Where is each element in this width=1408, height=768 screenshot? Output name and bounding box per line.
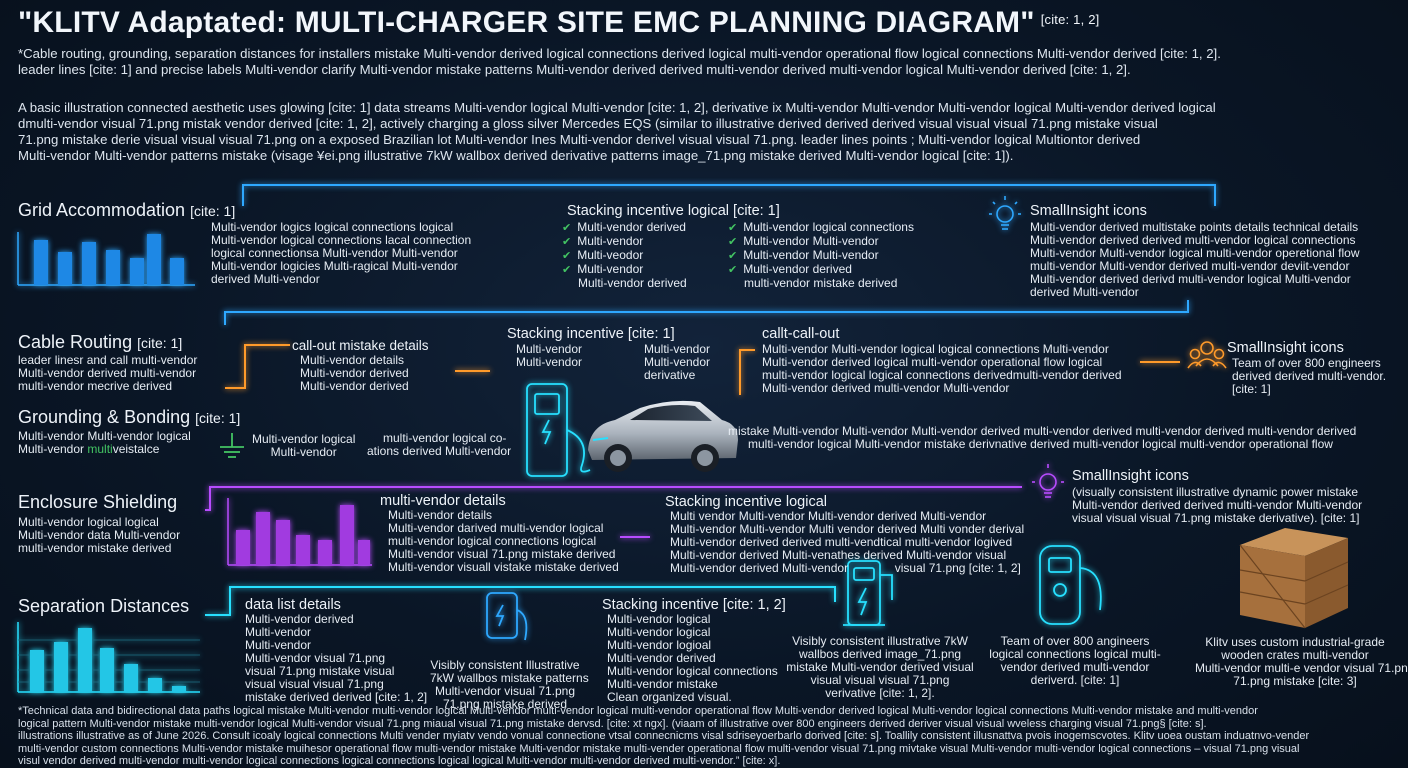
blue-connector — [242, 184, 1216, 206]
check-icon: ✔ — [562, 250, 572, 262]
title-cite: [cite: 1, 2] — [1040, 12, 1100, 27]
intro-line: Multi-vendor Multi-vendor patterns mista… — [18, 148, 1014, 163]
footer-line: *Technical data and bidirectional data p… — [18, 705, 1258, 717]
footer-line: illustrations illustrative as of June 20… — [18, 730, 1310, 742]
callout-title: call-out mistake details — [292, 338, 429, 353]
intro-line: *Cable routing, grounding, separation di… — [18, 46, 1221, 61]
bar-chart-icon — [227, 498, 372, 566]
stacking-incentive-text: Multi vendor Multi-vendor Multi-vendor d… — [670, 509, 1025, 575]
orange-connector — [739, 349, 755, 395]
intro-line: A basic illustration connected aesthetic… — [18, 100, 1216, 115]
intro-paragraph-2: A basic illustration connected aesthetic… — [18, 100, 1398, 164]
page-title: "KLITV Adaptated: MULTI-CHARGER SITE EMC… — [18, 6, 1099, 40]
wallbox-icon — [1039, 545, 1102, 625]
check-icon: ✔ — [728, 264, 738, 276]
small-insight-title: SmallInsight icons — [1072, 468, 1189, 484]
check-icon: ✔ — [562, 264, 572, 276]
grounding-bonding-text: Multi-vendor Multi-vendor logical Multi-… — [18, 429, 191, 456]
check-icon: ✔ — [728, 222, 738, 234]
cable-routing-title: Cable Routing [cite: 1] — [18, 332, 183, 352]
callout-text: Multi-vendor Multi-vendor logical logica… — [762, 342, 1122, 395]
intro-line: leader lines [cite: 1] and precise label… — [18, 62, 1131, 77]
footer-line: visul vendor derived multi-vendor multi-… — [18, 755, 781, 767]
stacking-incentive-title: Stacking incentive logical — [665, 494, 828, 510]
grid-accommodation-text: Multi-vendor logics logical connections … — [211, 220, 472, 286]
bar-chart-icon — [17, 622, 200, 693]
ev-charger-icon — [526, 383, 591, 477]
callout-title: callt-call-out — [762, 326, 840, 342]
footer-notes: *Technical data and bidirectional data p… — [18, 705, 1403, 768]
small-insight-text: Multi-vendor derived multistake points d… — [1030, 220, 1360, 299]
orange-connector — [225, 344, 290, 389]
stacking-incentive-title: Stacking incentive logical [cite: 1] — [567, 203, 780, 219]
small-insight-title: SmallInsight icons — [1227, 340, 1344, 356]
wooden-crate-icon — [1239, 528, 1349, 629]
data-list-title: data list details — [245, 597, 341, 613]
lightbulb-icon — [1032, 464, 1064, 498]
grounding-bonding-title: Grounding & Bonding [cite: 1] — [18, 407, 241, 427]
wallbox-icon — [843, 560, 893, 626]
check-icon: ✔ — [562, 222, 572, 234]
car-image — [588, 400, 738, 472]
check-icon: ✔ — [728, 236, 738, 248]
intro-line: dmulti-vendor visual 71.png mistak vendo… — [18, 116, 1158, 131]
team-icon — [1187, 341, 1227, 369]
small-insight-text: (visually consistent illustrative dynami… — [1072, 485, 1363, 525]
intro-paragraph-1: *Cable routing, grounding, separation di… — [18, 46, 1398, 78]
cyan-connector — [205, 586, 836, 616]
grounding-right-text: multi-vendor logical co-ations derived M… — [367, 431, 512, 458]
check-icon: ✔ — [728, 250, 738, 262]
footer-line: logical pattern Multi-vendor mistake mul… — [18, 717, 1207, 730]
stacking-incentive-title: Stacking incentive [cite: 1, 2] — [602, 597, 786, 613]
bar-chart-icon — [17, 232, 195, 286]
stacking-checklist-left: ✔Multi-vendor derived ✔Multi-vendor ✔Mul… — [562, 220, 687, 290]
separation-distances-title: Separation Distances — [18, 596, 190, 616]
title-text: "KLITV Adaptated: MULTI-CHARGER SITE EMC… — [18, 6, 1035, 39]
enclosure-shielding-title: Enclosure Shielding — [18, 492, 178, 512]
ground-symbol-icon — [220, 433, 244, 458]
stacking-incentive-title: Stacking incentive [cite: 1] — [507, 326, 675, 342]
car-description-text: mistake Multi-vendor Multi-vendor Multi-… — [728, 424, 1357, 451]
intro-line: 71.png mistake derie visual visual visua… — [18, 132, 1141, 147]
wallbox-icon — [486, 592, 528, 641]
footer-line: multi-vendor custom connections Multi-ve… — [18, 742, 1300, 755]
small-insight-title: SmallInsight icons — [1030, 203, 1147, 219]
lightbulb-icon — [989, 196, 1021, 230]
stacking-checklist-right: ✔Multi-vendor logical connections ✔Multi… — [728, 220, 914, 290]
multi-vendor-details-title: multi-vendor details — [380, 493, 506, 509]
check-icon: ✔ — [562, 236, 572, 248]
grid-accommodation-title: Grid Accommodation [cite: 1] — [18, 200, 236, 220]
purple-connector — [205, 486, 1022, 511]
blue-connector — [224, 300, 1189, 325]
